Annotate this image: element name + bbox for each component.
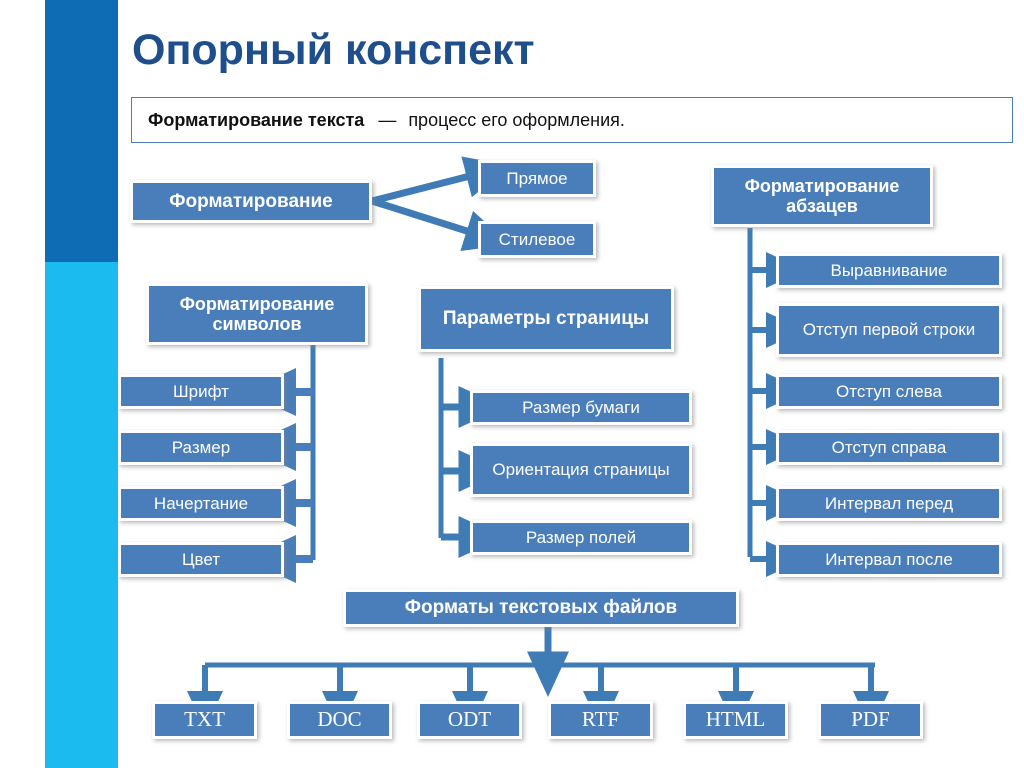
connector-page-tree (438, 358, 504, 558)
node-paragraph-formatting-head[interactable]: Форматирование абзацев (711, 165, 933, 227)
connector-chars-tree (244, 345, 316, 583)
node-page-item-0[interactable]: Размер бумаги (470, 390, 692, 425)
node-char-item-3[interactable]: Цвет (118, 542, 284, 577)
accent-bar-dark (45, 0, 118, 262)
node-file-formats-head[interactable]: Форматы текстовых файлов (343, 589, 739, 627)
node-file-format-txt[interactable]: TXT (152, 701, 257, 739)
node-paragraph-item-1[interactable]: Отступ первой строки (776, 303, 1002, 357)
definition-box: Форматирование текста — процесс его офор… (131, 97, 1013, 143)
node-paragraph-item-5[interactable]: Интервал после (776, 542, 1002, 577)
page-title: Опорный конспект (132, 26, 535, 74)
node-page-parameters-head[interactable]: Параметры страницы (418, 286, 674, 352)
node-file-format-rtf[interactable]: RTF (548, 701, 653, 739)
definition-text: процесс его оформления. (408, 109, 625, 130)
definition-dash: — (378, 109, 397, 130)
node-char-item-1[interactable]: Размер (118, 430, 284, 465)
node-page-item-1[interactable]: Ориентация страницы (470, 443, 692, 497)
node-direct-formatting[interactable]: Прямое (478, 160, 596, 197)
node-file-format-odt[interactable]: ODT (417, 701, 522, 739)
node-paragraph-item-4[interactable]: Интервал перед (776, 486, 1002, 521)
node-paragraph-item-0[interactable]: Выравнивание (776, 253, 1002, 288)
accent-bar-light (45, 262, 118, 768)
node-char-item-2[interactable]: Начертание (118, 486, 284, 521)
node-style-formatting[interactable]: Стилевое (478, 221, 596, 258)
definition-term: Форматирование текста (148, 109, 365, 130)
node-paragraph-item-2[interactable]: Отступ слева (776, 374, 1002, 409)
connector-file-formats-bus (187, 626, 889, 730)
node-char-item-0[interactable]: Шрифт (118, 374, 284, 409)
connector-formatting-split (370, 156, 511, 251)
node-paragraph-item-3[interactable]: Отступ справа (776, 430, 1002, 465)
node-character-formatting-head[interactable]: Форматирование символов (146, 283, 368, 345)
node-formatting-root[interactable]: Форматирование (130, 180, 372, 223)
node-page-item-2[interactable]: Размер полей (470, 520, 692, 555)
node-file-format-doc[interactable]: DOC (287, 701, 392, 739)
node-file-format-html[interactable]: HTML (683, 701, 788, 739)
connector-paragraph-tree (747, 228, 805, 577)
node-file-format-pdf[interactable]: PDF (818, 701, 923, 739)
